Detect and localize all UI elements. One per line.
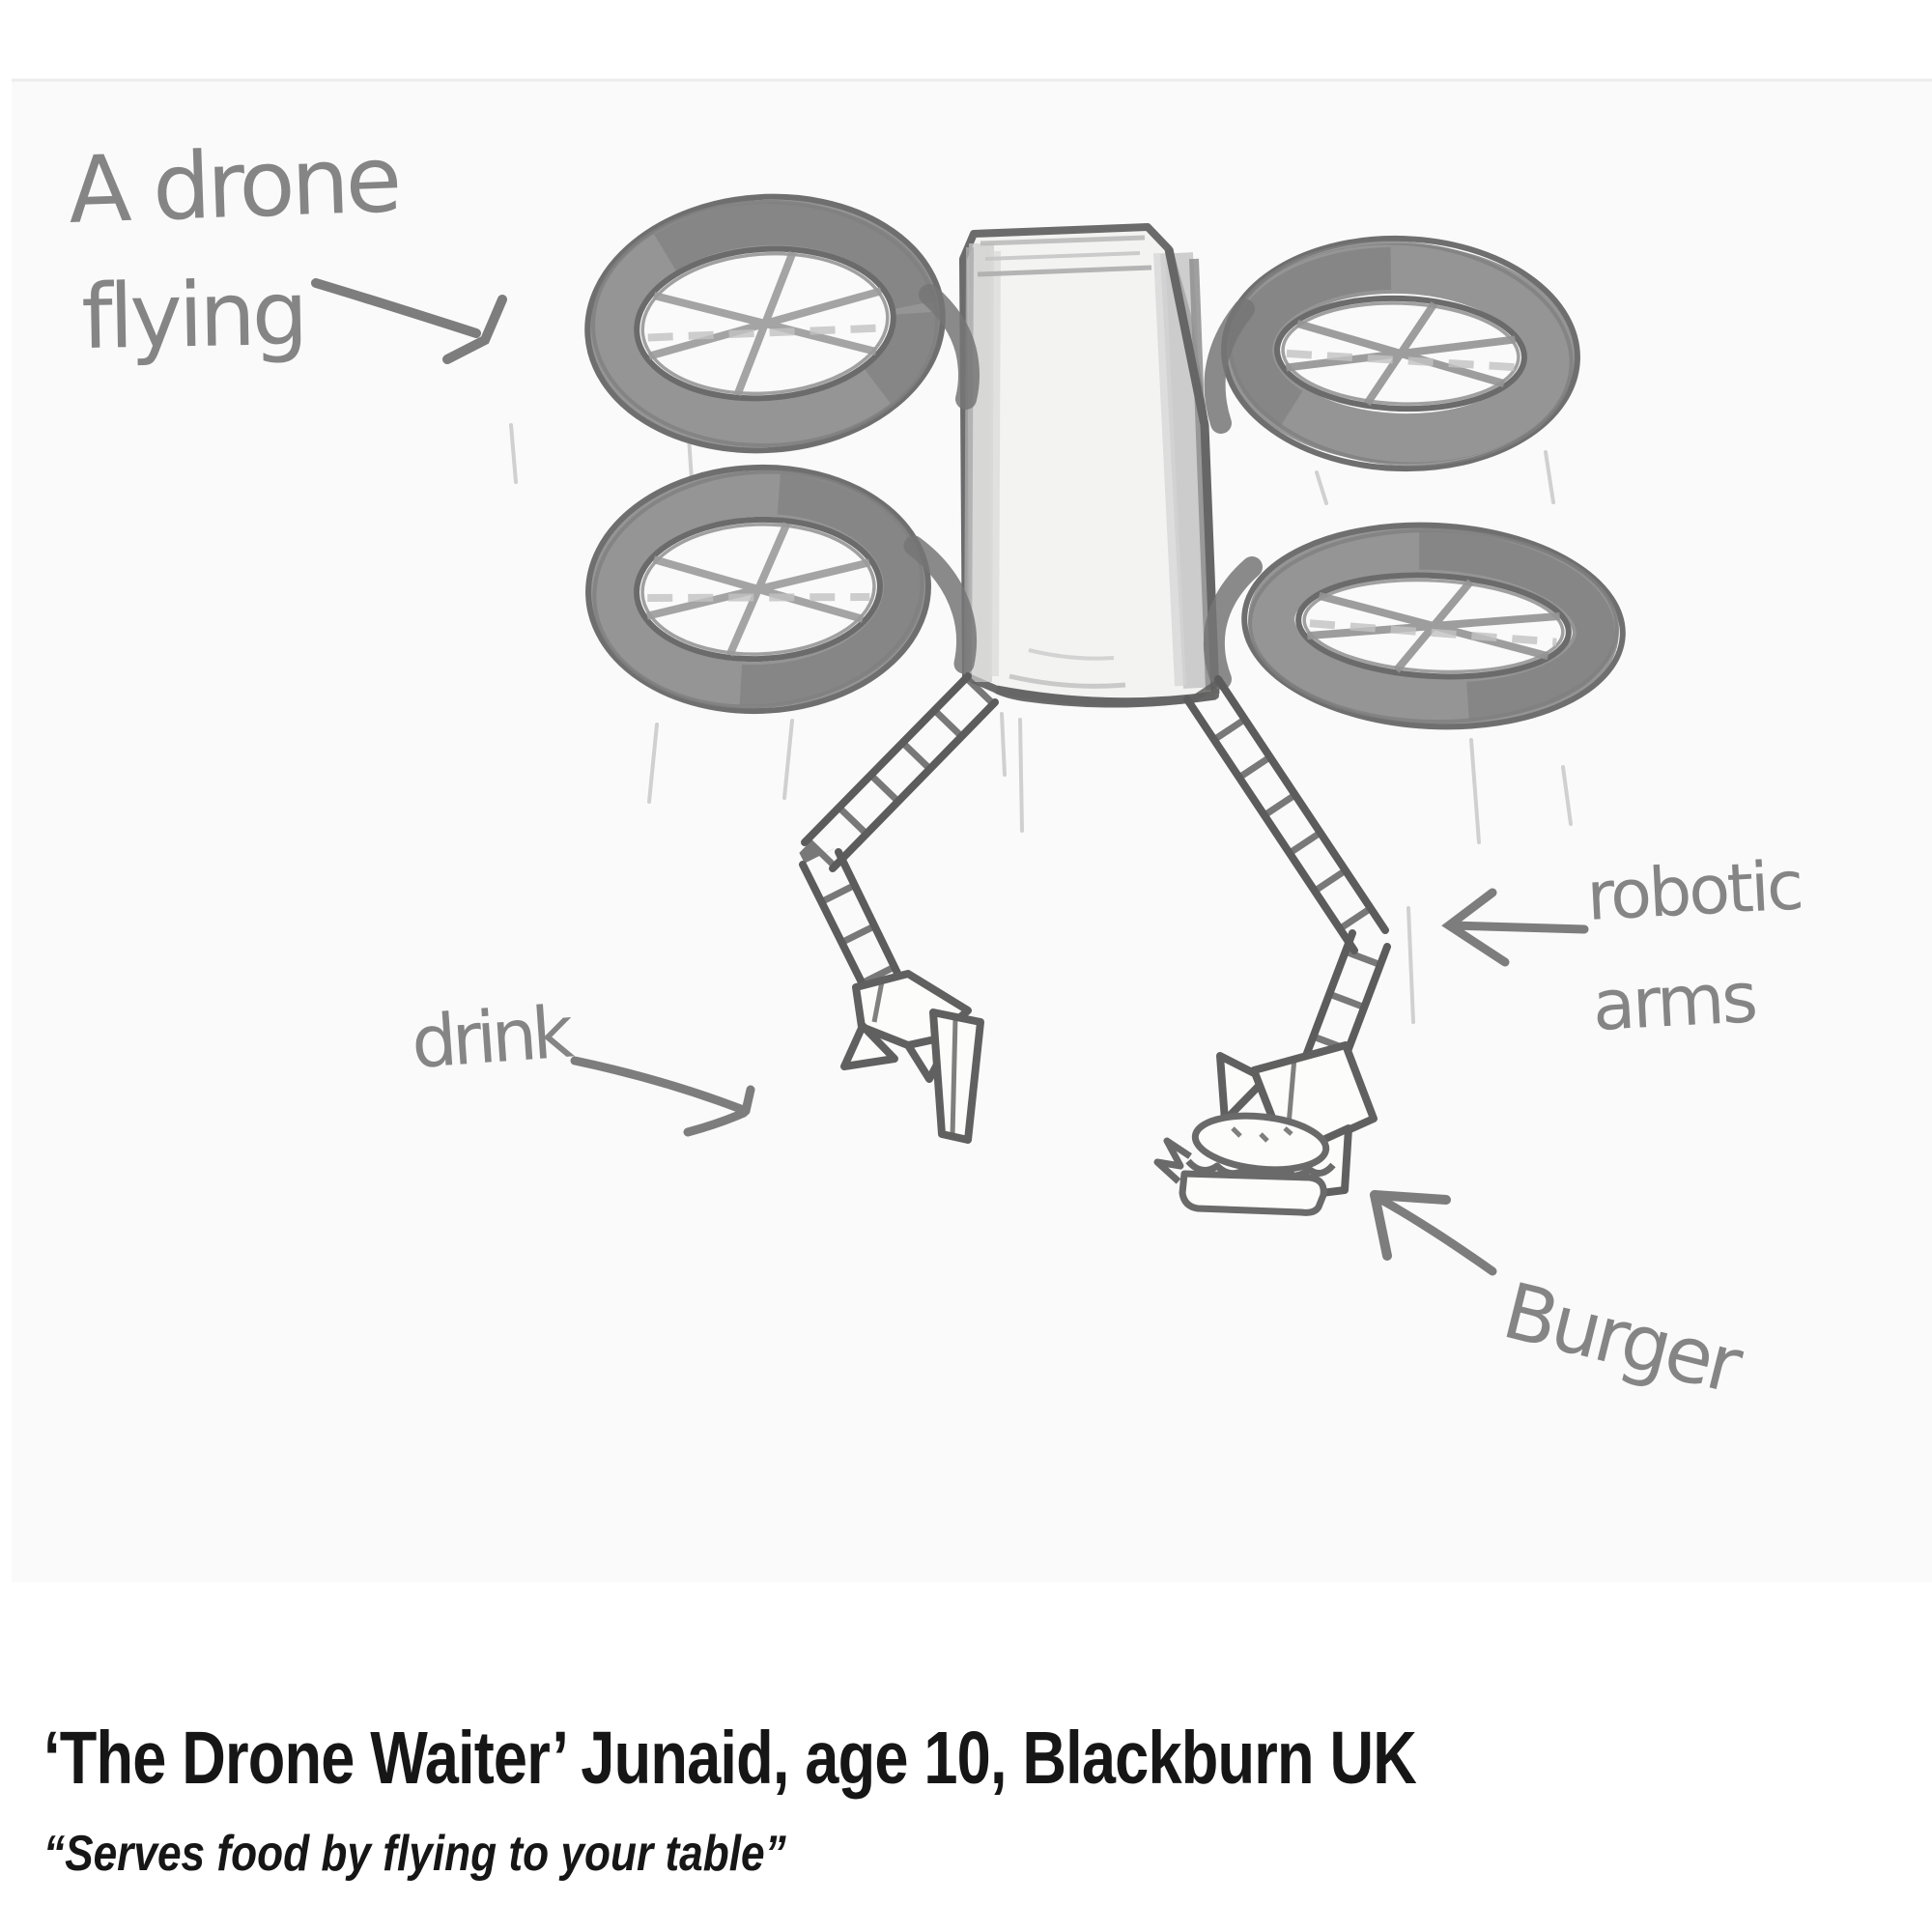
burger-arrow	[1370, 1190, 1497, 1276]
annotation-arrows	[311, 278, 1589, 1276]
caption: ‘The Drone Waiter’ Junaid, age 10, Black…	[43, 1716, 1718, 1883]
drone-arrow	[311, 278, 507, 364]
drink-glass	[840, 970, 984, 1144]
label-flying: flying	[81, 262, 306, 369]
burger-icon	[1153, 1112, 1336, 1216]
rotor-bottom-left-icon	[585, 464, 931, 715]
drink-arrow	[570, 1056, 755, 1137]
rotor-bottom-right-icon	[1241, 522, 1626, 730]
motion-lines	[509, 423, 1573, 1024]
label-arms: arms	[1590, 956, 1756, 1046]
caption-title: ‘The Drone Waiter’ Junaid, age 10, Black…	[43, 1717, 1417, 1800]
caption-subtitle: “Serves food by flying to your table”	[43, 1826, 786, 1882]
label-robotic: robotic	[1585, 845, 1804, 935]
label-a-drone: A drone	[67, 127, 400, 244]
label-drink: drink	[409, 990, 576, 1084]
robotic-arms-arrow	[1441, 888, 1589, 967]
rotor-mounts	[903, 284, 1263, 690]
drone-body	[959, 223, 1220, 708]
